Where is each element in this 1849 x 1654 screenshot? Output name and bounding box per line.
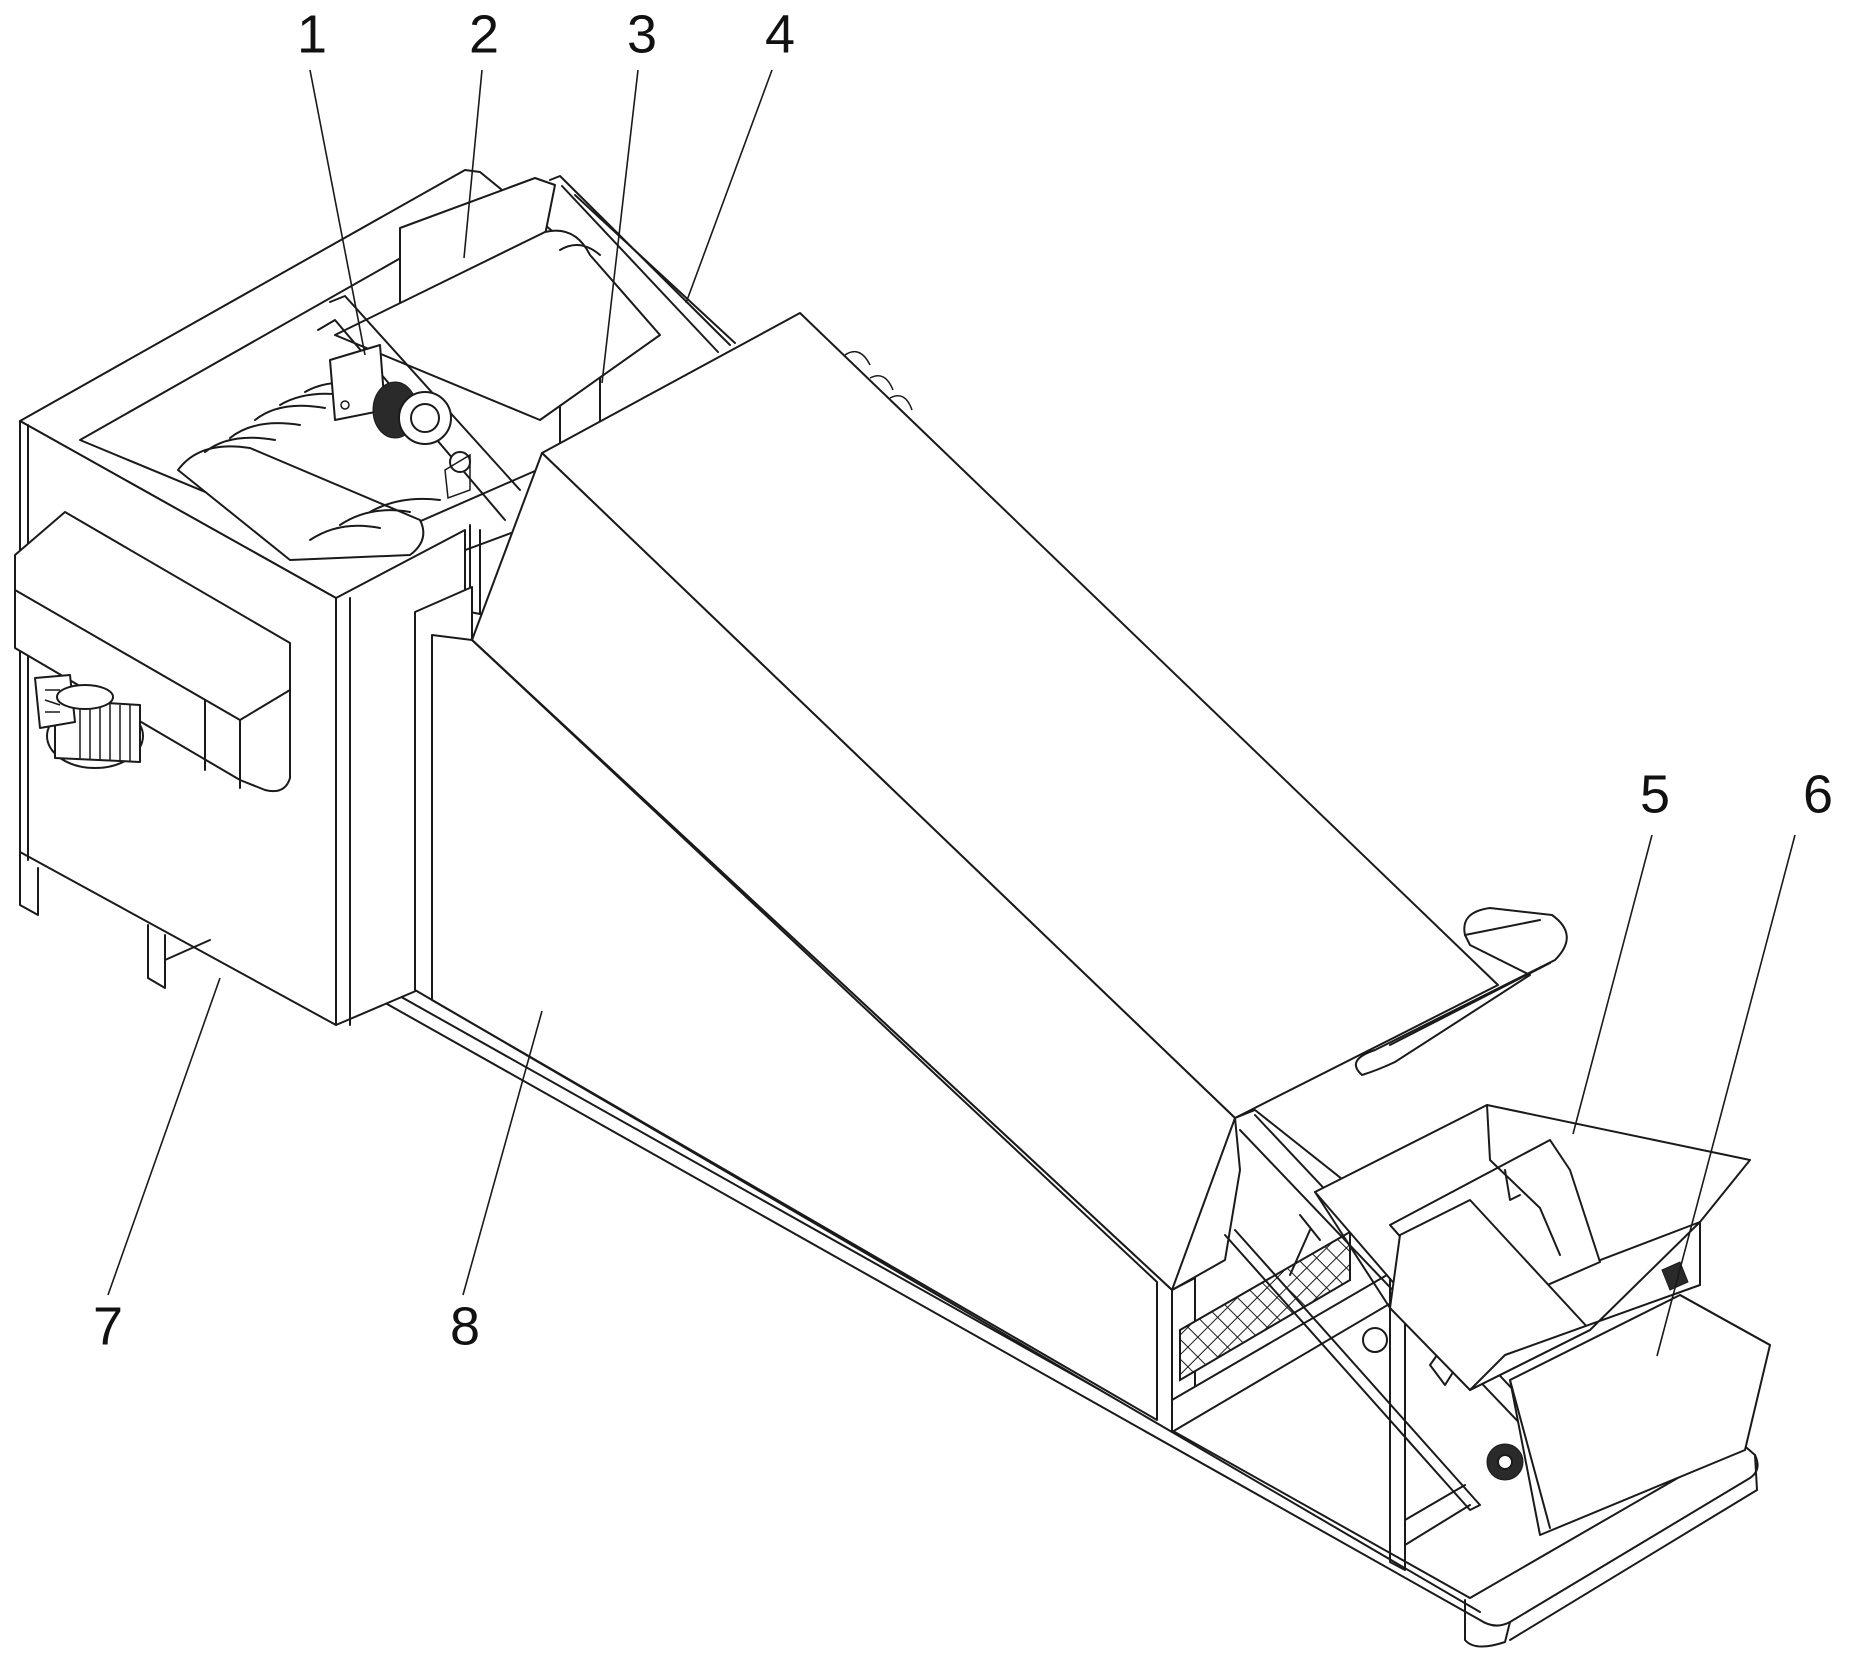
leader-3 bbox=[601, 69, 639, 384]
crusher-cabinet bbox=[14, 169, 601, 1026]
leader-6 bbox=[1656, 834, 1796, 1357]
leader-lines bbox=[107, 69, 1796, 1357]
leader-7 bbox=[107, 977, 221, 1296]
leader-5 bbox=[1572, 834, 1653, 1135]
callout-4: 4 bbox=[765, 4, 795, 64]
callout-5: 5 bbox=[1640, 764, 1670, 824]
collection-bin bbox=[1509, 1261, 1771, 1536]
leader-1 bbox=[309, 69, 366, 356]
callout-2: 2 bbox=[469, 4, 499, 64]
base-plate bbox=[379, 984, 1759, 1648]
callout-1: 1 bbox=[297, 4, 327, 64]
callout-6: 6 bbox=[1803, 764, 1833, 824]
hopper bbox=[1314, 1104, 1751, 1391]
leader-8 bbox=[462, 1010, 543, 1296]
leader-2 bbox=[463, 69, 483, 259]
return-pipe bbox=[1354, 907, 1568, 1076]
callout-labels: 1 2 3 4 5 6 7 8 bbox=[93, 4, 1833, 1356]
leader-4 bbox=[685, 69, 773, 304]
callout-3: 3 bbox=[627, 4, 657, 64]
callout-8: 8 bbox=[450, 1296, 480, 1356]
callout-7: 7 bbox=[93, 1296, 123, 1356]
inclined-conveyor bbox=[317, 175, 736, 615]
side-motor bbox=[34, 674, 144, 769]
conveyor-motor bbox=[329, 344, 471, 500]
